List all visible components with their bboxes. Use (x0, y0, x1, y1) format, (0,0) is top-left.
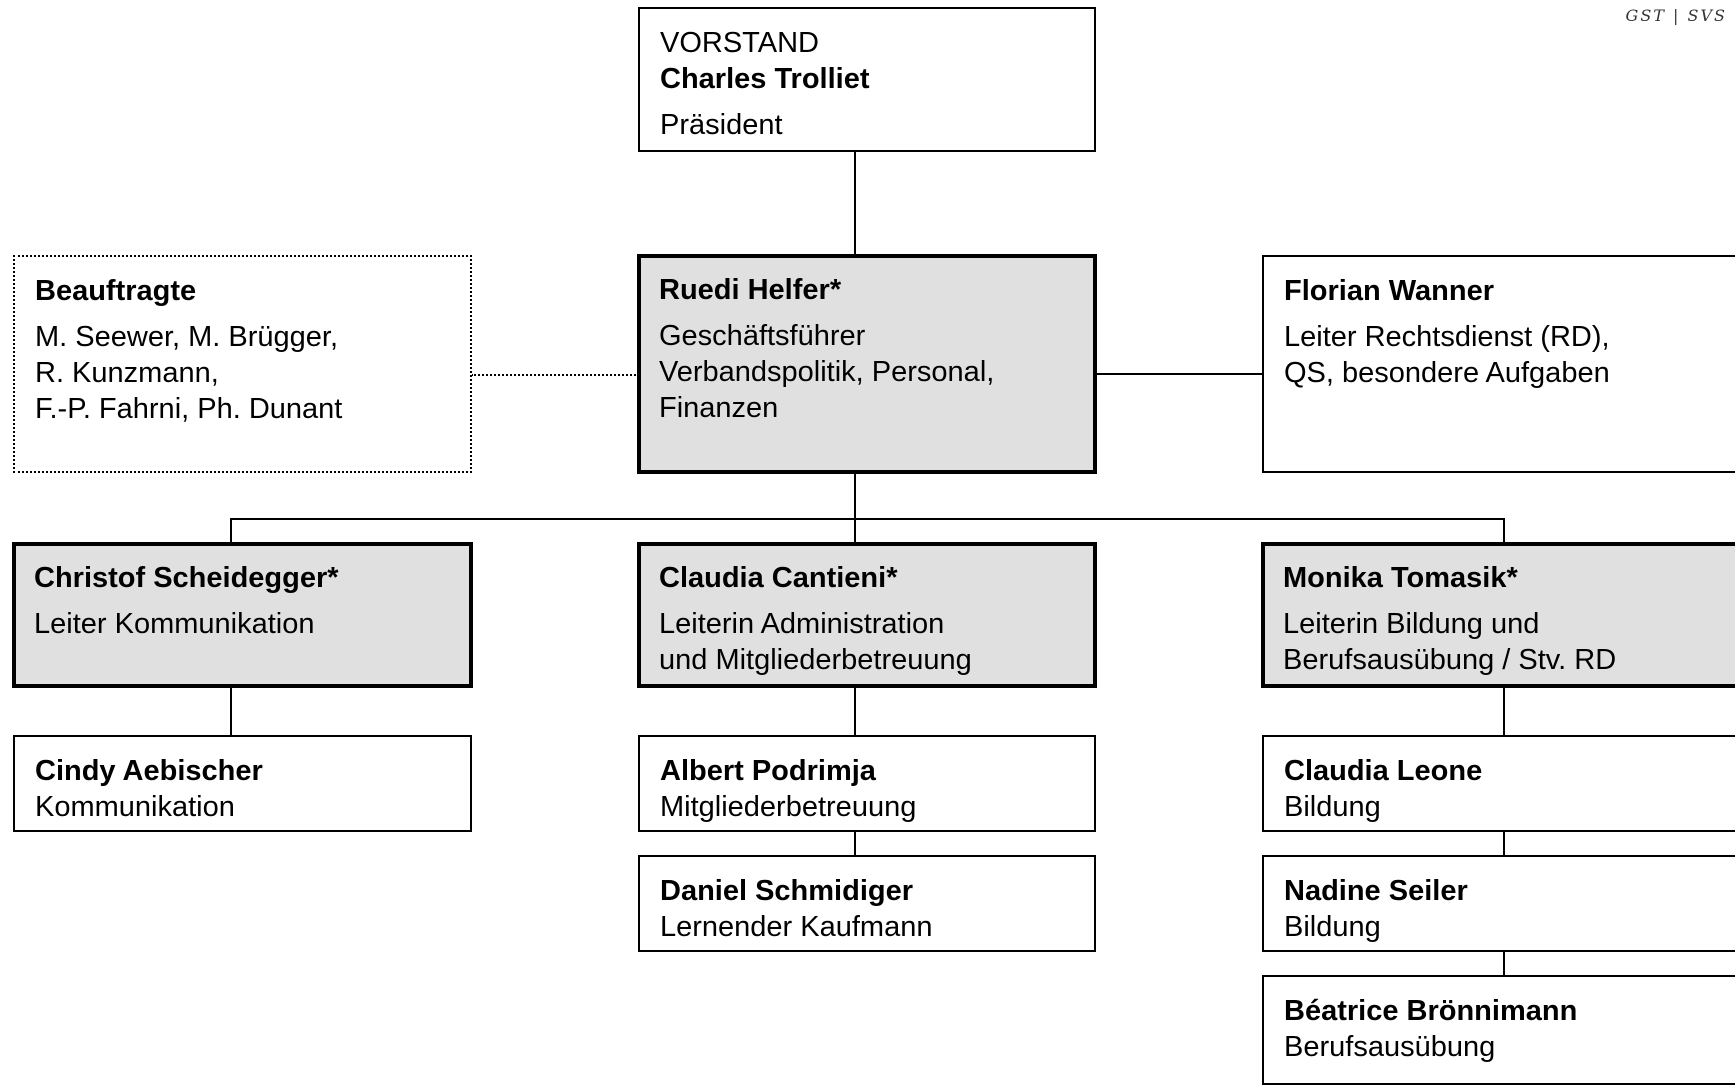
connector-helfer-trunk (854, 472, 856, 542)
aebischer-role: Kommunikation (35, 791, 235, 823)
wanner-role-line: Leiter Rechtsdienst (RD), (1284, 321, 1610, 353)
org-box-schmidiger: Daniel Schmidiger Lernender Kaufmann (638, 855, 1096, 952)
tomasik-name: Monika Tomasik* (1283, 562, 1518, 594)
helfer-role-line: Finanzen (659, 392, 779, 424)
helfer-role-line: Geschäftsführer (659, 320, 866, 352)
org-box-vorstand: VORSTAND Charles Trolliet Präsident (638, 7, 1096, 152)
org-box-seiler: Nadine Seiler Bildung (1262, 855, 1735, 952)
schmidiger-name: Daniel Schmidiger (660, 875, 914, 907)
org-box-podrimja: Albert Podrimja Mitgliederbetreuung (638, 735, 1096, 832)
aebischer-name: Cindy Aebischer (35, 755, 263, 787)
beauftragte-title: Beauftragte (35, 275, 197, 307)
cantieni-role-line: und Mitgliederbetreuung (659, 644, 972, 676)
org-box-helfer: Ruedi Helfer* Geschäftsführer Verbandspo… (637, 254, 1097, 474)
cantieni-role-line: Leiterin Administration (659, 608, 945, 640)
connector-tomasik-leone (1503, 686, 1505, 736)
connector-seiler-broennimann (1503, 951, 1505, 976)
cantieni-name: Claudia Cantieni* (659, 562, 898, 594)
connector-branch-left (230, 518, 232, 542)
org-box-leone: Claudia Leone Bildung (1262, 735, 1735, 832)
org-box-aebischer: Cindy Aebischer Kommunikation (13, 735, 472, 832)
tomasik-role-line: Leiterin Bildung und (1283, 608, 1540, 640)
org-box-tomasik: Monika Tomasik* Leiterin Bildung und Ber… (1261, 542, 1735, 688)
connector-beauftragte-helfer (471, 374, 639, 376)
beauftragte-names-line: R. Kunzmann, (35, 357, 219, 389)
leone-role: Bildung (1284, 791, 1381, 823)
wanner-name: Florian Wanner (1284, 275, 1494, 307)
connector-branch-horizontal (230, 518, 1505, 520)
logo-bar (1664, 0, 1684, 4)
connector-podrimja-schmidiger (854, 831, 856, 856)
scheidegger-name: Christof Scheidegger* (34, 562, 339, 594)
beauftragte-names-line: F.-P. Fahrni, Ph. Dunant (35, 393, 343, 425)
vorstand-heading: VORSTAND (660, 27, 819, 59)
connector-scheidegger-aebischer (230, 686, 232, 736)
connector-leone-seiler (1503, 831, 1505, 856)
seiler-name: Nadine Seiler (1284, 875, 1468, 907)
tomasik-role-line: Berufsausübung / Stv. RD (1283, 644, 1617, 676)
podrimja-role: Mitgliederbetreuung (660, 791, 917, 823)
connector-cantieni-podrimja (854, 686, 856, 736)
connector-helfer-wanner (1095, 373, 1263, 375)
org-box-cantieni: Claudia Cantieni* Leiterin Administratio… (637, 542, 1097, 688)
vorstand-role: Präsident (660, 109, 783, 141)
broennimann-name: Béatrice Brönnimann (1284, 995, 1578, 1027)
org-box-broennimann: Béatrice Brönnimann Berufsausübung (1262, 975, 1735, 1085)
connector-vorstand-helfer (854, 150, 856, 256)
logo-text: GST | SVS (1625, 6, 1727, 25)
org-box-beauftragte: Beauftragte M. Seewer, M. Brügger, R. Ku… (13, 255, 472, 473)
podrimja-name: Albert Podrimja (660, 755, 876, 787)
vorstand-name: Charles Trolliet (660, 63, 870, 95)
broennimann-role: Berufsausübung (1284, 1031, 1496, 1063)
beauftragte-names-line: M. Seewer, M. Brügger, (35, 321, 339, 353)
gst-svs-logo: GST | SVS (1626, 6, 1727, 25)
org-box-scheidegger: Christof Scheidegger* Leiter Kommunikati… (12, 542, 473, 688)
org-box-wanner: Florian Wanner Leiter Rechtsdienst (RD),… (1262, 255, 1735, 473)
wanner-role-line: QS, besondere Aufgaben (1284, 357, 1610, 389)
connector-branch-right (1503, 518, 1505, 542)
helfer-role-line: Verbandspolitik, Personal, (659, 356, 995, 388)
leone-name: Claudia Leone (1284, 755, 1483, 787)
helfer-name: Ruedi Helfer* (659, 274, 842, 306)
schmidiger-role: Lernender Kaufmann (660, 911, 933, 943)
seiler-role: Bildung (1284, 911, 1381, 943)
scheidegger-role-line: Leiter Kommunikation (34, 608, 315, 640)
